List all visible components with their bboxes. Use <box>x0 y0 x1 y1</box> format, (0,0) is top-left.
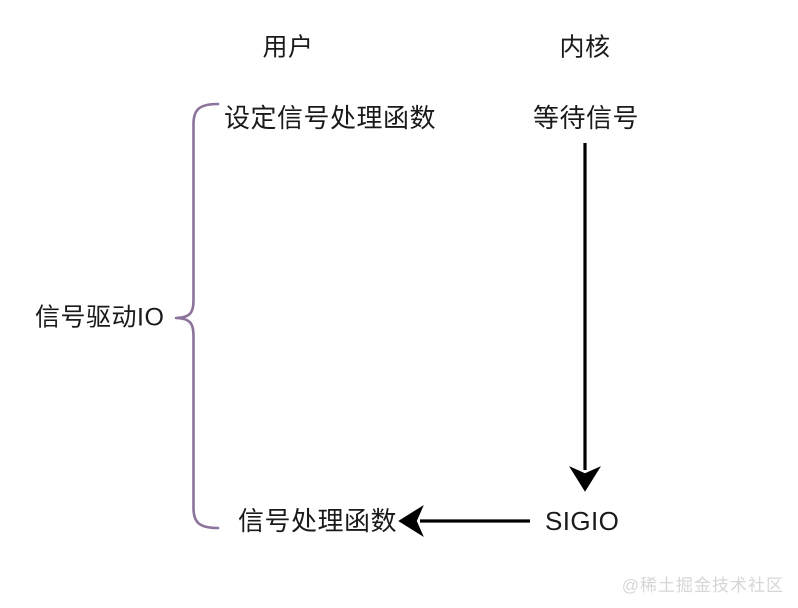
step-signal-handler: 信号处理函数 <box>238 506 398 536</box>
group-brace <box>174 102 220 530</box>
column-header-user: 用户 <box>262 33 314 62</box>
watermark: @稀土掘金技术社区 <box>621 576 784 595</box>
step-sigio: SIGIO <box>545 506 620 536</box>
group-label-signal-driven-io: 信号驱动IO <box>35 303 165 332</box>
step-set-signal-handler: 设定信号处理函数 <box>224 103 437 133</box>
step-wait-signal: 等待信号 <box>532 103 640 133</box>
column-header-kernel: 内核 <box>559 33 611 62</box>
